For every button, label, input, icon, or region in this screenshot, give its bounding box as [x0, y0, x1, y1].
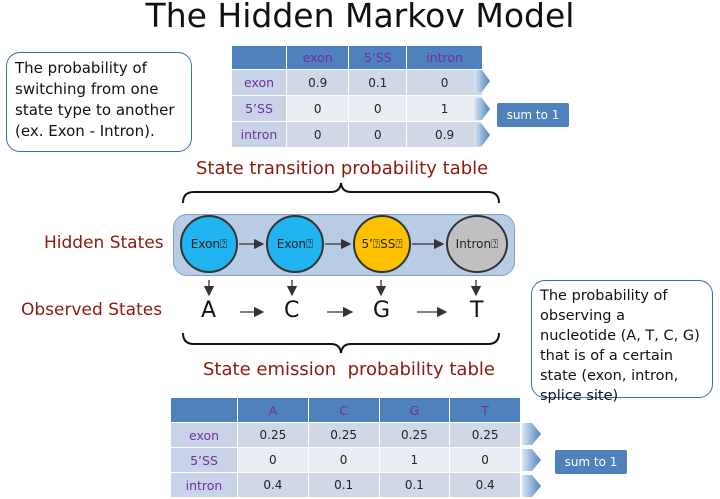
- table-cell: 0.9: [285, 69, 350, 96]
- transition-table-caption: State transition probability table: [196, 158, 489, 179]
- table-cell: 0: [285, 121, 350, 148]
- transition-table: exon 5’SS intron exon 0.9 0.1 0 5’SS 0 0…: [231, 45, 483, 148]
- column-header: T: [449, 397, 521, 423]
- observed-nucleotide-t: T: [470, 298, 484, 323]
- hidden-state-5ss: 5’⍰SS⍰: [353, 215, 411, 273]
- column-header: 5’SS: [348, 45, 408, 70]
- sum-to-one-badge: sum to 1: [555, 450, 627, 474]
- row-header: intron: [231, 121, 287, 148]
- state-label: Intron⍰: [455, 236, 499, 251]
- hidden-state-exon-2: Exon⍰: [266, 215, 324, 273]
- page-title: The Hidden Markov Model: [145, 0, 575, 35]
- table-cell: 0.25: [237, 422, 309, 448]
- table-cell: 0.25: [449, 422, 521, 448]
- row-header: 5’SS: [170, 447, 238, 473]
- table-cell: 0.1: [307, 472, 380, 498]
- column-header: G: [378, 397, 451, 423]
- table-cell: 0.9: [406, 121, 483, 148]
- row-header: exon: [231, 69, 287, 96]
- table-cell: 0.25: [307, 422, 380, 448]
- table-cell: 0: [307, 447, 380, 473]
- column-header: A: [237, 397, 309, 423]
- table-corner: [170, 397, 238, 423]
- table-cell: 0: [406, 69, 483, 96]
- top-brace: [182, 182, 500, 204]
- table-cell: 0.1: [378, 472, 451, 498]
- hidden-state-exon-1: Exon⍰: [180, 215, 238, 273]
- bottom-brace: [182, 332, 500, 354]
- emission-table: A C G T exon 0.25 0.25 0.25 0.25 5’SS 0 …: [170, 397, 521, 498]
- table-cell: 0.25: [378, 422, 451, 448]
- column-header: exon: [285, 45, 350, 70]
- hidden-state-intron: Intron⍰: [446, 215, 508, 273]
- row-sum-arrow-icon: [474, 98, 490, 120]
- emission-table-caption: State emission probability table: [203, 359, 495, 380]
- row-header: intron: [170, 472, 238, 498]
- observed-nucleotide-c: C: [284, 298, 300, 323]
- table-cell: 0: [285, 95, 350, 122]
- row-sum-arrow-icon: [522, 423, 541, 445]
- observed-states-label: Observed States: [21, 300, 163, 320]
- observed-nucleotide-a: A: [201, 298, 217, 323]
- row-sum-arrow-icon: [522, 475, 541, 497]
- row-sum-arrow-icon: [522, 449, 541, 471]
- sum-to-one-badge: sum to 1: [497, 103, 569, 127]
- table-cell: 1: [378, 447, 451, 473]
- table-cell: 0: [348, 121, 408, 148]
- row-header: 5’SS: [231, 95, 287, 122]
- state-label: Exon⍰: [276, 236, 314, 251]
- observed-nucleotide-g: G: [373, 298, 391, 323]
- table-cell: 0.4: [449, 472, 521, 498]
- table-cell: 0: [449, 447, 521, 473]
- table-cell: 0: [237, 447, 309, 473]
- row-sum-arrow-icon: [474, 70, 490, 92]
- table-cell: 1: [406, 95, 483, 122]
- column-header: intron: [406, 45, 483, 70]
- hidden-states-label: Hidden States: [44, 233, 164, 253]
- state-label: Exon⍰: [190, 236, 228, 251]
- transition-callout: The probability of switching from one st…: [6, 52, 192, 152]
- table-cell: 0.4: [237, 472, 309, 498]
- row-sum-arrow-icon: [474, 124, 490, 146]
- state-label: 5’⍰SS⍰: [361, 236, 403, 251]
- emission-callout: The probability of observing a nucleotid…: [531, 280, 713, 404]
